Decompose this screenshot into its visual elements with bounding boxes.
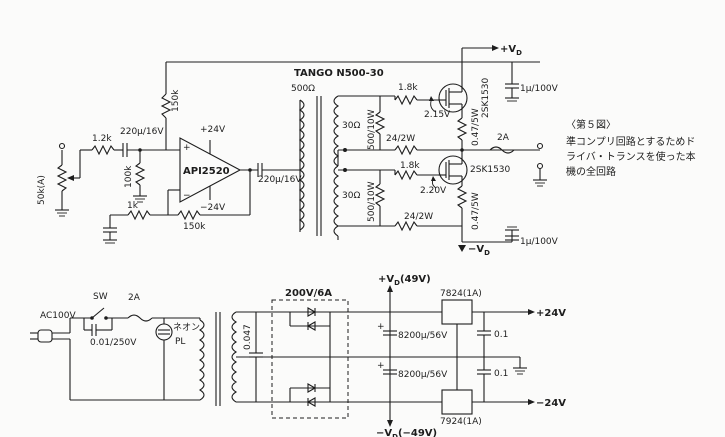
resistor-1-2k <box>91 144 115 156</box>
neon-label: ネオン <box>173 322 200 333</box>
resistor-047-bot <box>456 185 468 209</box>
out-neg-label: −24V <box>536 398 566 409</box>
input-terminal <box>58 142 66 150</box>
regulator-7824 <box>441 299 473 325</box>
v-2-20-label: 2.20V <box>420 186 447 196</box>
out-pos-label: +24V <box>536 308 566 319</box>
r-100k-label: 100k <box>124 165 134 188</box>
output-terminal <box>536 142 544 150</box>
power-transformer <box>198 311 238 406</box>
c-1u-top-label: 1μ/100V <box>520 84 559 94</box>
resistor-1-8k-top <box>394 94 418 106</box>
resistor-1k <box>127 209 151 221</box>
resistor-100k <box>134 162 146 186</box>
neon-pilot-lamp <box>155 323 173 341</box>
resistor-24-2w-bot <box>394 220 418 232</box>
r-047-top-label: 0.47/5W <box>471 108 481 146</box>
resistor-1-8k-bot <box>394 169 418 181</box>
ac-plug <box>30 329 53 343</box>
bridge-label: 200V/6A <box>285 288 332 299</box>
resistor-150k-fb <box>177 209 201 221</box>
bridge-diodes <box>289 307 331 407</box>
svg-text:−: − <box>183 191 191 201</box>
transformer-label: TANGO N500-30 <box>294 68 384 79</box>
c01-bot-label: 0.1 <box>494 369 508 379</box>
c-220u-out-label: 220μ/16V <box>258 175 302 185</box>
r-24-top-label: 24/2W <box>386 134 415 144</box>
resistor-150k-top <box>160 93 172 119</box>
c-220u-in-label: 220μ/16V <box>120 127 164 137</box>
resistor-500-10w-top <box>374 111 386 135</box>
pl-label: PL <box>175 337 185 347</box>
r-1-8k-top-label: 1.8k <box>398 83 418 93</box>
caption-title: 〈第５図〉 <box>566 118 616 131</box>
caption-line-1: 準コンプリ回路とするためド <box>566 135 695 148</box>
r-24-bot-label: 24/2W <box>404 212 433 222</box>
r-1-2k-label: 1.2k <box>92 134 112 144</box>
vd-minus-label: −VD <box>468 244 490 257</box>
fuse-out-label: 2A <box>497 133 510 143</box>
svg-text:+: + <box>377 322 385 332</box>
c-047-label: 0.047 <box>243 324 253 350</box>
reg-pos-label: 7824(1A) <box>440 289 482 299</box>
input-capacitor-220u <box>122 143 128 157</box>
resistor-24-2w-top <box>394 144 418 156</box>
ac-label: AC100V <box>40 311 76 321</box>
resistor-047-top <box>456 117 468 141</box>
c-1u-bot-label: 1μ/100V <box>520 237 559 247</box>
svg-text:+: + <box>377 361 385 371</box>
vd-neg-label: −VD(−49V) <box>376 428 437 437</box>
fet-bot-label: 2SK1530 <box>470 165 511 175</box>
reg-neg-label: 7924(1A) <box>440 417 482 427</box>
ohm30-top-label: 30Ω <box>342 121 360 131</box>
opamp-label: API2520 <box>183 166 230 177</box>
bridge-rectifier-box <box>271 299 349 419</box>
r-150k-fb-label: 150k <box>183 222 206 232</box>
ohm30-bot-label: 30Ω <box>342 191 360 201</box>
mosfet-top-2sk1530 <box>438 62 468 113</box>
resistor-500-10w-bot <box>374 183 386 207</box>
caption-line-2: ライバ・トランスを使った本 <box>566 150 696 163</box>
regulator-7924 <box>441 389 473 415</box>
power-switch <box>91 307 105 319</box>
vd-plus-label: +VD <box>500 44 522 57</box>
plus24-label: +24V <box>200 125 226 135</box>
cap-bot-label: 8200μ/56V <box>398 370 448 380</box>
r-1k-label: 1k <box>127 201 139 211</box>
v-2-15-label: 2.15V <box>424 110 451 120</box>
mosfet-bottom-2sk1530 <box>438 150 468 186</box>
transformer-imp-label: 500Ω <box>291 84 315 94</box>
r-500-bot-label: 500/10W <box>367 181 377 222</box>
c01-top-label: 0.1 <box>494 330 508 340</box>
r-1-8k-bot-label: 1.8k <box>400 161 420 171</box>
input-potentiometer <box>55 150 81 217</box>
vd-pos-label: +VD(49V) <box>378 274 431 287</box>
fuse-2a <box>127 314 153 322</box>
r-150k-top-label: 150k <box>171 89 181 112</box>
r-500-top-label: 500/10W <box>367 109 377 150</box>
pot-label: 50k(A) <box>37 175 47 205</box>
cap-top-label: 8200μ/56V <box>398 331 448 341</box>
fet-top-label: 2SK1530 <box>481 77 491 118</box>
minus24-label: −24V <box>200 203 226 213</box>
svg-text:+: + <box>183 143 191 153</box>
driver-transformer <box>298 95 347 237</box>
cap-ac-label: 0.01/250V <box>90 338 137 348</box>
fuse-output <box>489 146 515 154</box>
caption-line-3: 機の全回路 <box>566 165 616 178</box>
fuse-label: 2A <box>128 293 141 303</box>
sw-label: SW <box>93 292 108 302</box>
r-047-bot-label: 0.47/5W <box>471 192 481 230</box>
